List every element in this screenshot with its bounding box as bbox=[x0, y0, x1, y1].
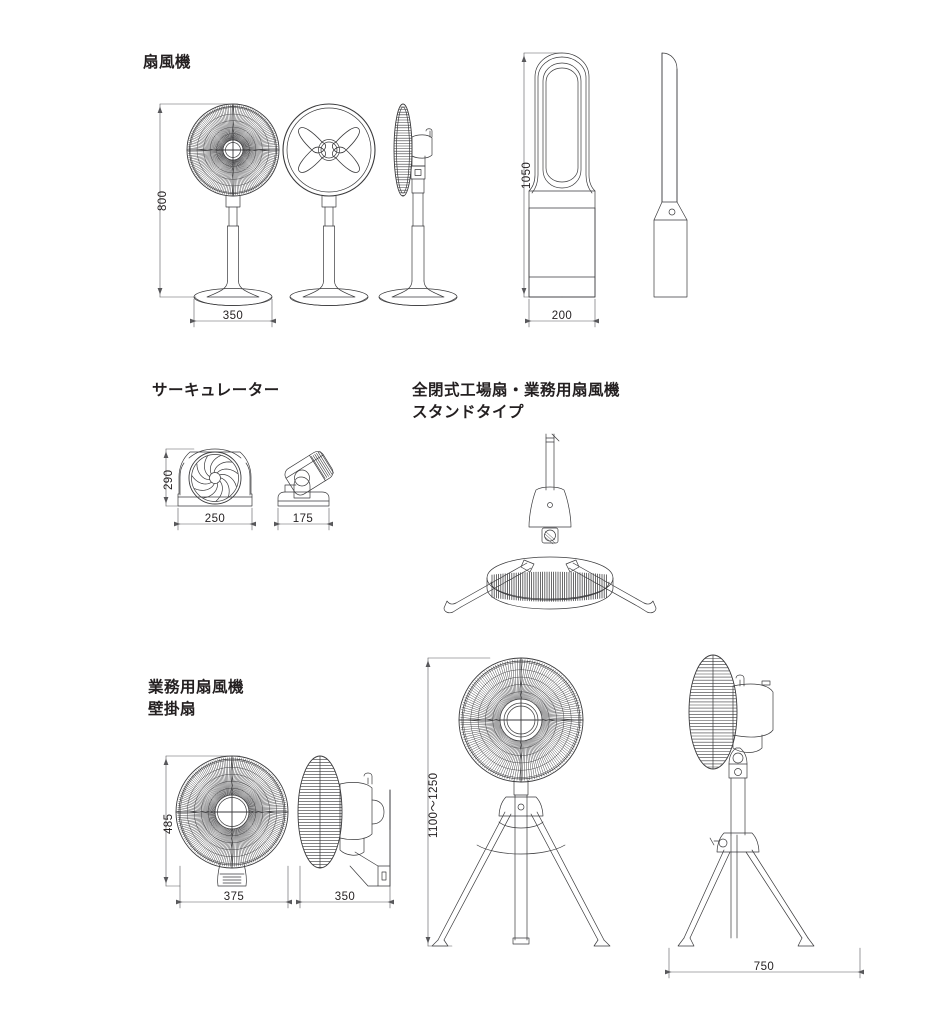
view-tower-fan-side bbox=[653, 52, 688, 298]
dimension-value-pedestal-height: 800 bbox=[157, 190, 169, 211]
view-tripod-fan-front bbox=[431, 657, 611, 947]
dimension-lines-pedestal bbox=[157, 103, 276, 328]
dimension-value-tripod-leg-spread: 750 bbox=[753, 961, 775, 973]
view-circulator-side bbox=[277, 450, 334, 507]
section-title-industrial-line2: スタンドタイプ bbox=[412, 404, 525, 421]
dimension-value-circulator-depth: 175 bbox=[292, 513, 314, 525]
dimension-lines-tripod bbox=[425, 657, 864, 979]
view-pedestal-fan-side bbox=[378, 103, 458, 306]
section-title-industrial-line1: 全閉式工場扇・業務用扇風機 bbox=[412, 382, 621, 399]
dimension-value-tower-height: 1050 bbox=[521, 161, 533, 189]
view-tripod-fan-side bbox=[677, 654, 815, 947]
dimension-lines-tower bbox=[521, 52, 599, 328]
view-pedestal-fan-front-blades bbox=[282, 103, 376, 306]
section-title-wall-fan-line1: 業務用扇風機 bbox=[148, 679, 245, 696]
section-title-wall-fan-line2: 壁掛扇 bbox=[148, 701, 197, 718]
view-pedestal-fan-front-grille bbox=[186, 103, 280, 306]
dimension-value-circulator-height: 290 bbox=[163, 469, 175, 490]
dimension-value-circulator-width: 250 bbox=[204, 513, 226, 525]
section-title-circulator: サーキュレーター bbox=[152, 382, 280, 399]
dimension-lines-circulator bbox=[163, 448, 333, 531]
view-circulator-front bbox=[177, 448, 253, 507]
dimension-value-wall-fan-depth: 350 bbox=[334, 891, 356, 903]
dimension-value-wall-fan-width: 375 bbox=[223, 891, 245, 903]
dimension-lines-wall-fan bbox=[163, 755, 394, 909]
section-title-pedestal-fan: 扇風機 bbox=[143, 54, 192, 71]
dimension-value-pedestal-base-width: 350 bbox=[222, 310, 244, 322]
dimension-value-wall-fan-height: 485 bbox=[163, 813, 175, 834]
view-wall-fan-front bbox=[175, 755, 289, 887]
dimension-value-tower-base-width: 200 bbox=[551, 310, 573, 322]
view-industrial-stand-fan bbox=[443, 433, 657, 614]
view-wall-fan-side bbox=[297, 755, 391, 887]
dimension-value-tripod-height-range: 1100〜1250 bbox=[428, 772, 440, 838]
view-tower-fan-front bbox=[528, 52, 596, 298]
